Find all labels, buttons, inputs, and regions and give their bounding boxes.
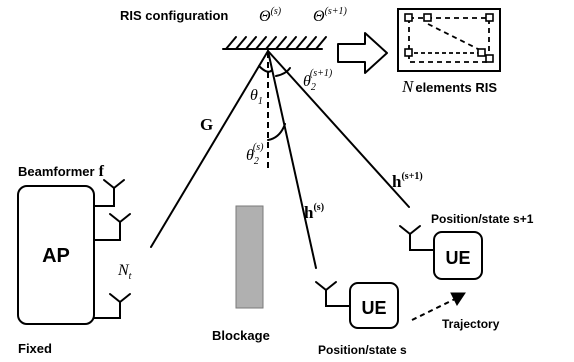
ap-box: [17, 185, 95, 325]
theta-s-symbol: Θ(s): [259, 6, 282, 25]
channel-g-line: [150, 50, 269, 248]
channel-hs1-label: h(s+1): [392, 171, 423, 191]
ris-elements-box: [397, 8, 501, 72]
theta-s1-symbol: Θ(s+1): [313, 6, 348, 25]
ris-surface: [222, 36, 327, 50]
ue-s-caption: Position/state s: [318, 343, 407, 357]
trajectory-line: [411, 298, 456, 321]
angle-arc-theta1: [258, 65, 273, 73]
blockage-label: Blockage: [212, 328, 270, 343]
ris-config-label: RIS configuration: [120, 8, 228, 23]
ue-s1-antenna: [399, 225, 435, 251]
angle-arc-theta2-top: [275, 67, 291, 77]
ap-label: AP: [42, 245, 70, 267]
angle-arc-theta2-mid: [267, 123, 286, 141]
channel-hs-line: [267, 50, 317, 269]
nt-label: Nt: [117, 262, 132, 282]
ap-antenna-1: [93, 179, 125, 207]
ue-s1-label: UE: [445, 248, 470, 268]
trajectory-label: Trajectory: [442, 317, 500, 331]
theta2-top-label: θ2(s+1): [303, 68, 333, 93]
ap-antenna-3: [93, 293, 131, 319]
ue-s-label: UE: [361, 298, 386, 318]
channel-g-label: G: [200, 115, 213, 134]
theta2-mid-label: θ2(s): [246, 142, 264, 167]
trajectory-arrowhead-icon: [450, 292, 466, 306]
channel-hs1-line: [267, 50, 410, 208]
ue-s1-box: [433, 231, 483, 280]
blockage-rect: [235, 205, 264, 309]
channel-hs-label: h(s): [304, 202, 324, 222]
ap-antenna-2: [93, 213, 131, 241]
ue-s-antenna: [315, 281, 351, 307]
ap-caption: Fixed: [18, 341, 52, 356]
ris-arrow-icon: [337, 32, 388, 74]
ue-s1-caption: Position/state s+1: [431, 212, 534, 226]
ue-s-box: [349, 282, 399, 329]
theta1-label: θ1: [250, 87, 263, 107]
